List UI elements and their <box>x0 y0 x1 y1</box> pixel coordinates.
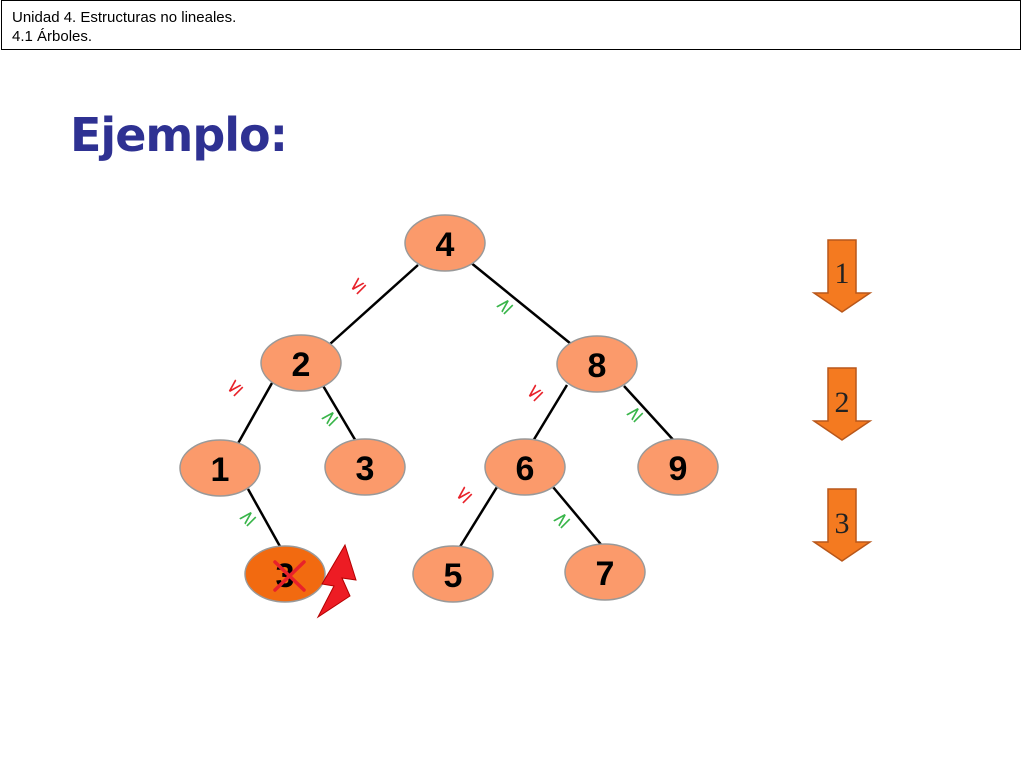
node-label: 3 <box>356 450 375 488</box>
node-label: 1 <box>211 451 230 489</box>
cmp-ge-2-3: ≥ <box>315 403 344 432</box>
edge-2-1 <box>234 382 274 448</box>
inserted-node[interactable]: 3 <box>244 545 326 603</box>
edge-8-9 <box>623 385 678 445</box>
node-ellipse <box>404 214 486 272</box>
node-ellipse <box>179 439 261 497</box>
edge-8-6 <box>528 384 569 447</box>
step-arrow-2: 2 <box>811 367 873 441</box>
edge-2-3 <box>320 383 359 444</box>
edge-1-3new <box>246 488 284 551</box>
node-label: 2 <box>292 346 311 384</box>
tree-edges <box>234 261 678 551</box>
node-ellipse <box>324 438 406 496</box>
tree-node[interactable]: 6 <box>484 438 566 496</box>
tree-node[interactable]: 2 <box>260 334 342 392</box>
node-ellipse <box>556 335 638 393</box>
tree-node[interactable]: 8 <box>556 335 638 393</box>
cmp-le-6-5: ≤ <box>449 480 478 509</box>
lightning-icon <box>316 543 357 619</box>
comparison-marks: ≤ ≥ ≤ ≥ ≤ ≥ ≥ ≤ ≥ <box>220 271 649 534</box>
step-label: 1 <box>835 257 850 290</box>
tree-node[interactable]: 3 <box>324 438 406 496</box>
node-label: 4 <box>436 226 455 264</box>
edge-6-5 <box>456 486 499 551</box>
edge-4-8 <box>469 261 577 349</box>
tree-node[interactable]: 9 <box>637 438 719 496</box>
node-label: 5 <box>444 557 463 595</box>
unit-title: Unidad 4. Estructuras no lineales. <box>12 9 237 26</box>
tree-node[interactable]: 5 <box>412 545 494 603</box>
step-label: 2 <box>835 386 850 419</box>
node-ellipse <box>484 438 566 496</box>
cmp-le-8-6: ≤ <box>520 378 549 407</box>
node-label: 6 <box>516 450 535 488</box>
node-ellipse <box>412 545 494 603</box>
node-label: 7 <box>596 555 615 593</box>
node-ellipse <box>260 334 342 392</box>
slide-header: Unidad 4. Estructuras no lineales. 4.1 Á… <box>1 0 1021 50</box>
cmp-le-4-2: ≤ <box>343 271 372 300</box>
cross-icon <box>273 560 306 592</box>
node-label: 9 <box>669 450 688 488</box>
node-ellipse <box>637 438 719 496</box>
section-title: 4.1 Árboles. <box>12 28 93 45</box>
step-arrows: 1 2 3 <box>811 239 873 562</box>
down-arrow-icon <box>811 367 873 441</box>
step-arrow-1: 1 <box>811 239 873 313</box>
cmp-ge-8-9: ≥ <box>620 399 649 428</box>
step-arrow-3: 3 <box>811 488 873 562</box>
tree-nodes: 4 2 8 1 3 6 9 3 <box>179 214 719 603</box>
tree-node[interactable]: 1 <box>179 439 261 497</box>
edge-6-7 <box>552 486 605 549</box>
down-arrow-icon <box>811 239 873 313</box>
node-label: 8 <box>588 347 607 385</box>
tree-node[interactable]: 7 <box>564 543 646 601</box>
page-title: Ejemplo: <box>70 108 288 162</box>
down-arrow-icon <box>811 488 873 562</box>
edge-4-2 <box>329 264 419 345</box>
tree-node[interactable]: 4 <box>404 214 486 272</box>
cmp-ge-4-8: ≥ <box>490 291 519 320</box>
node-ellipse <box>564 543 646 601</box>
cmp-le-2-1: ≤ <box>220 373 249 402</box>
step-label: 3 <box>835 507 850 540</box>
